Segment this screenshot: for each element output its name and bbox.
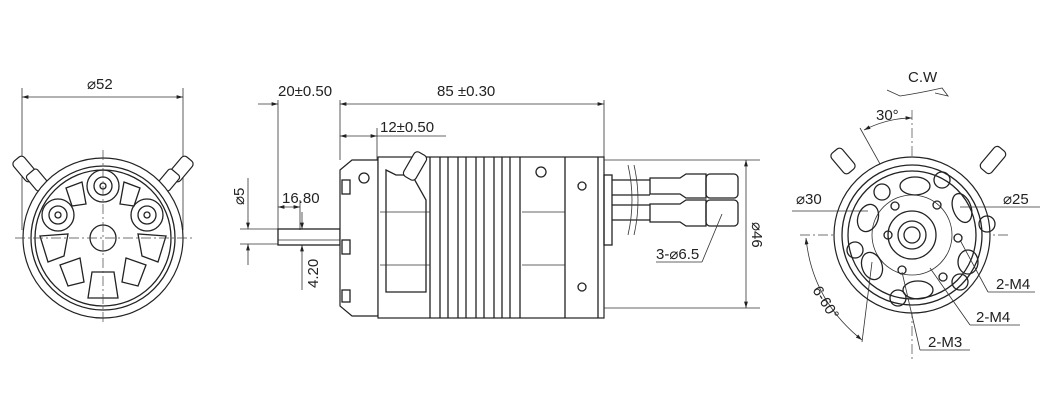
rotation-label: C.W bbox=[908, 69, 938, 86]
shaft bbox=[277, 228, 341, 246]
connector-label: 3-⌀6.5 bbox=[656, 246, 699, 263]
mount-depth-label: 12±0.50 bbox=[380, 119, 434, 136]
pcd-outer-label: ⌀30 bbox=[796, 191, 822, 208]
body-length-label: 85 ±0.30 bbox=[437, 83, 495, 100]
angle-holes-label: 6-60° bbox=[809, 283, 843, 323]
vent-slots bbox=[39, 181, 167, 299]
front-view: ⌀52 bbox=[12, 76, 194, 325]
motor-can bbox=[377, 156, 605, 319]
rear-mount-holes bbox=[846, 171, 996, 307]
rear-vent-slots bbox=[856, 176, 979, 300]
m4-holes-label-a: 2-M4 bbox=[996, 276, 1030, 293]
screw-icon bbox=[577, 282, 587, 292]
rear-view: C.W 30° bbox=[792, 69, 1040, 360]
shaft-length-label: 20±0.50 bbox=[278, 83, 332, 100]
bullet-connector bbox=[705, 199, 739, 227]
m3-holes-label: 2-M3 bbox=[928, 334, 962, 351]
shaft-diameter-label: ⌀5 bbox=[231, 188, 248, 205]
pcd-inner-label: ⌀25 bbox=[1003, 191, 1029, 208]
flat-depth-label: 4.20 bbox=[305, 259, 322, 288]
cooling-fins bbox=[439, 157, 511, 318]
m4-holes-label-b: 2-M4 bbox=[976, 309, 1010, 326]
cables bbox=[603, 164, 739, 246]
front-diameter-label: ⌀52 bbox=[87, 76, 113, 93]
screw-icon bbox=[358, 172, 370, 184]
side-view: 20±0.50 85 ±0.30 12±0.50 ⌀5 16.80 4.20 bbox=[231, 83, 765, 319]
front-housing bbox=[339, 159, 379, 317]
angle-top-label: 30° bbox=[876, 107, 899, 124]
rear-outline bbox=[833, 156, 991, 314]
water-jacket bbox=[385, 168, 427, 293]
rear-shaft bbox=[903, 226, 921, 244]
coolant-nipple-rear-left bbox=[830, 147, 856, 175]
bullet-connector bbox=[705, 173, 739, 199]
body-diameter-label: ⌀46 bbox=[748, 222, 765, 248]
flat-length-label: 16.80 bbox=[282, 190, 320, 207]
rotation-arrow-icon bbox=[886, 87, 949, 97]
screw-icon bbox=[535, 166, 547, 178]
coolant-nipple-side bbox=[402, 151, 428, 181]
coolant-nipple-rear-right bbox=[979, 145, 1007, 175]
screw-icon bbox=[577, 181, 587, 191]
